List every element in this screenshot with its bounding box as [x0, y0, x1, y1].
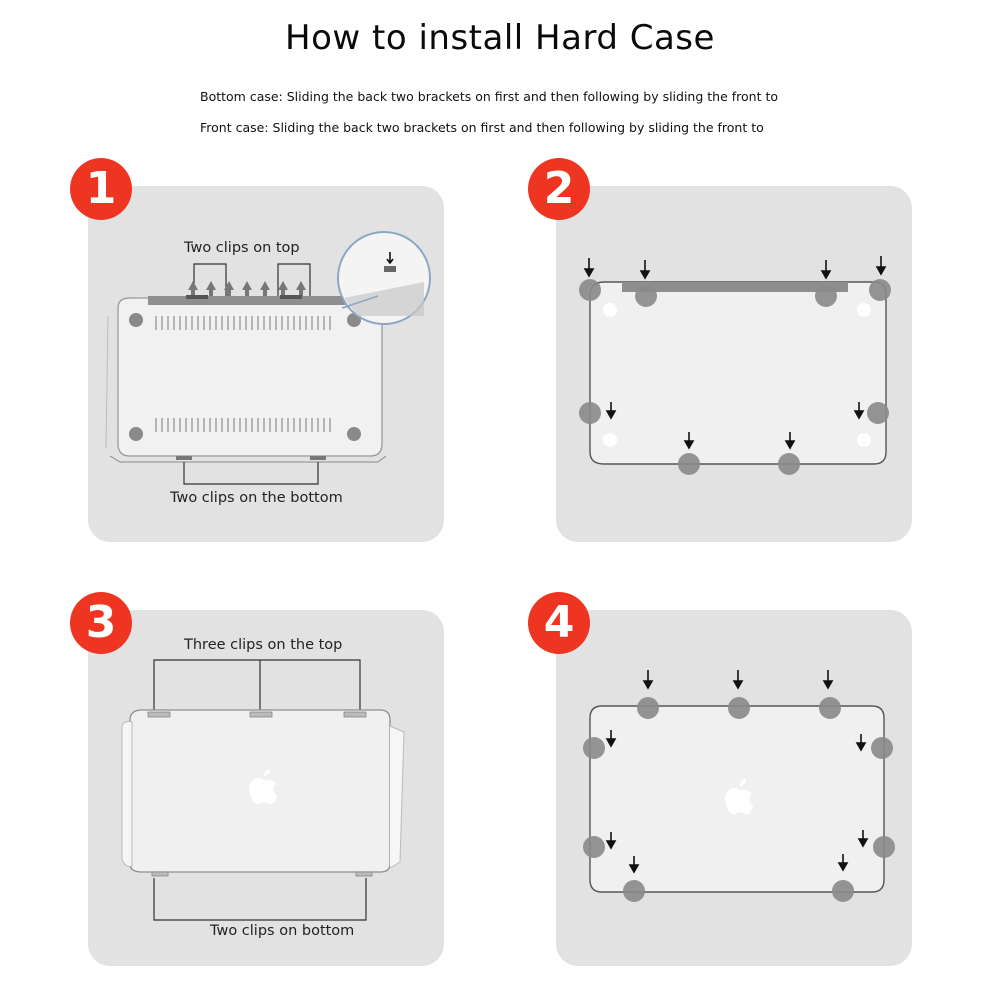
- step-3-bottom-caption: Two clips on bottom: [210, 923, 355, 939]
- step-3-top-caption: Three clips on the top: [184, 637, 343, 653]
- step-3-panel: Three clips on the top Two clips on bott…: [88, 610, 444, 966]
- step-1-top-caption: Two clips on top: [184, 240, 300, 256]
- down-arrow-icons: [583, 256, 887, 450]
- magnifier-icon: [337, 231, 431, 325]
- front-case-instruction: Front case: Sliding the back two bracket…: [200, 120, 764, 135]
- step-3-illustration: [121, 659, 405, 921]
- down-arrow-icons: [605, 670, 869, 874]
- clip-markers: [583, 697, 895, 902]
- step-3-badge: 3: [70, 592, 132, 654]
- step-1-illustration: [105, 231, 431, 485]
- step-2-badge: 2: [528, 158, 590, 220]
- step-1-panel: Two clips on top Two clips on the bottom: [88, 186, 444, 542]
- step-2-illustration: [579, 256, 891, 475]
- step-2-panel: [556, 186, 912, 542]
- page-title: How to install Hard Case: [285, 18, 715, 58]
- up-arrow-icons: [188, 281, 306, 296]
- step-4-panel: [556, 610, 912, 966]
- apple-logo-icon: [249, 769, 277, 805]
- step-1-badge: 1: [70, 158, 132, 220]
- clip-markers: [579, 279, 891, 475]
- step-1-bottom-caption: Two clips on the bottom: [170, 490, 343, 506]
- apple-logo-icon: [725, 779, 753, 815]
- step-4-illustration: [583, 670, 895, 902]
- step-4-badge: 4: [528, 592, 590, 654]
- bottom-case-instruction: Bottom case: Sliding the back two bracke…: [200, 89, 779, 104]
